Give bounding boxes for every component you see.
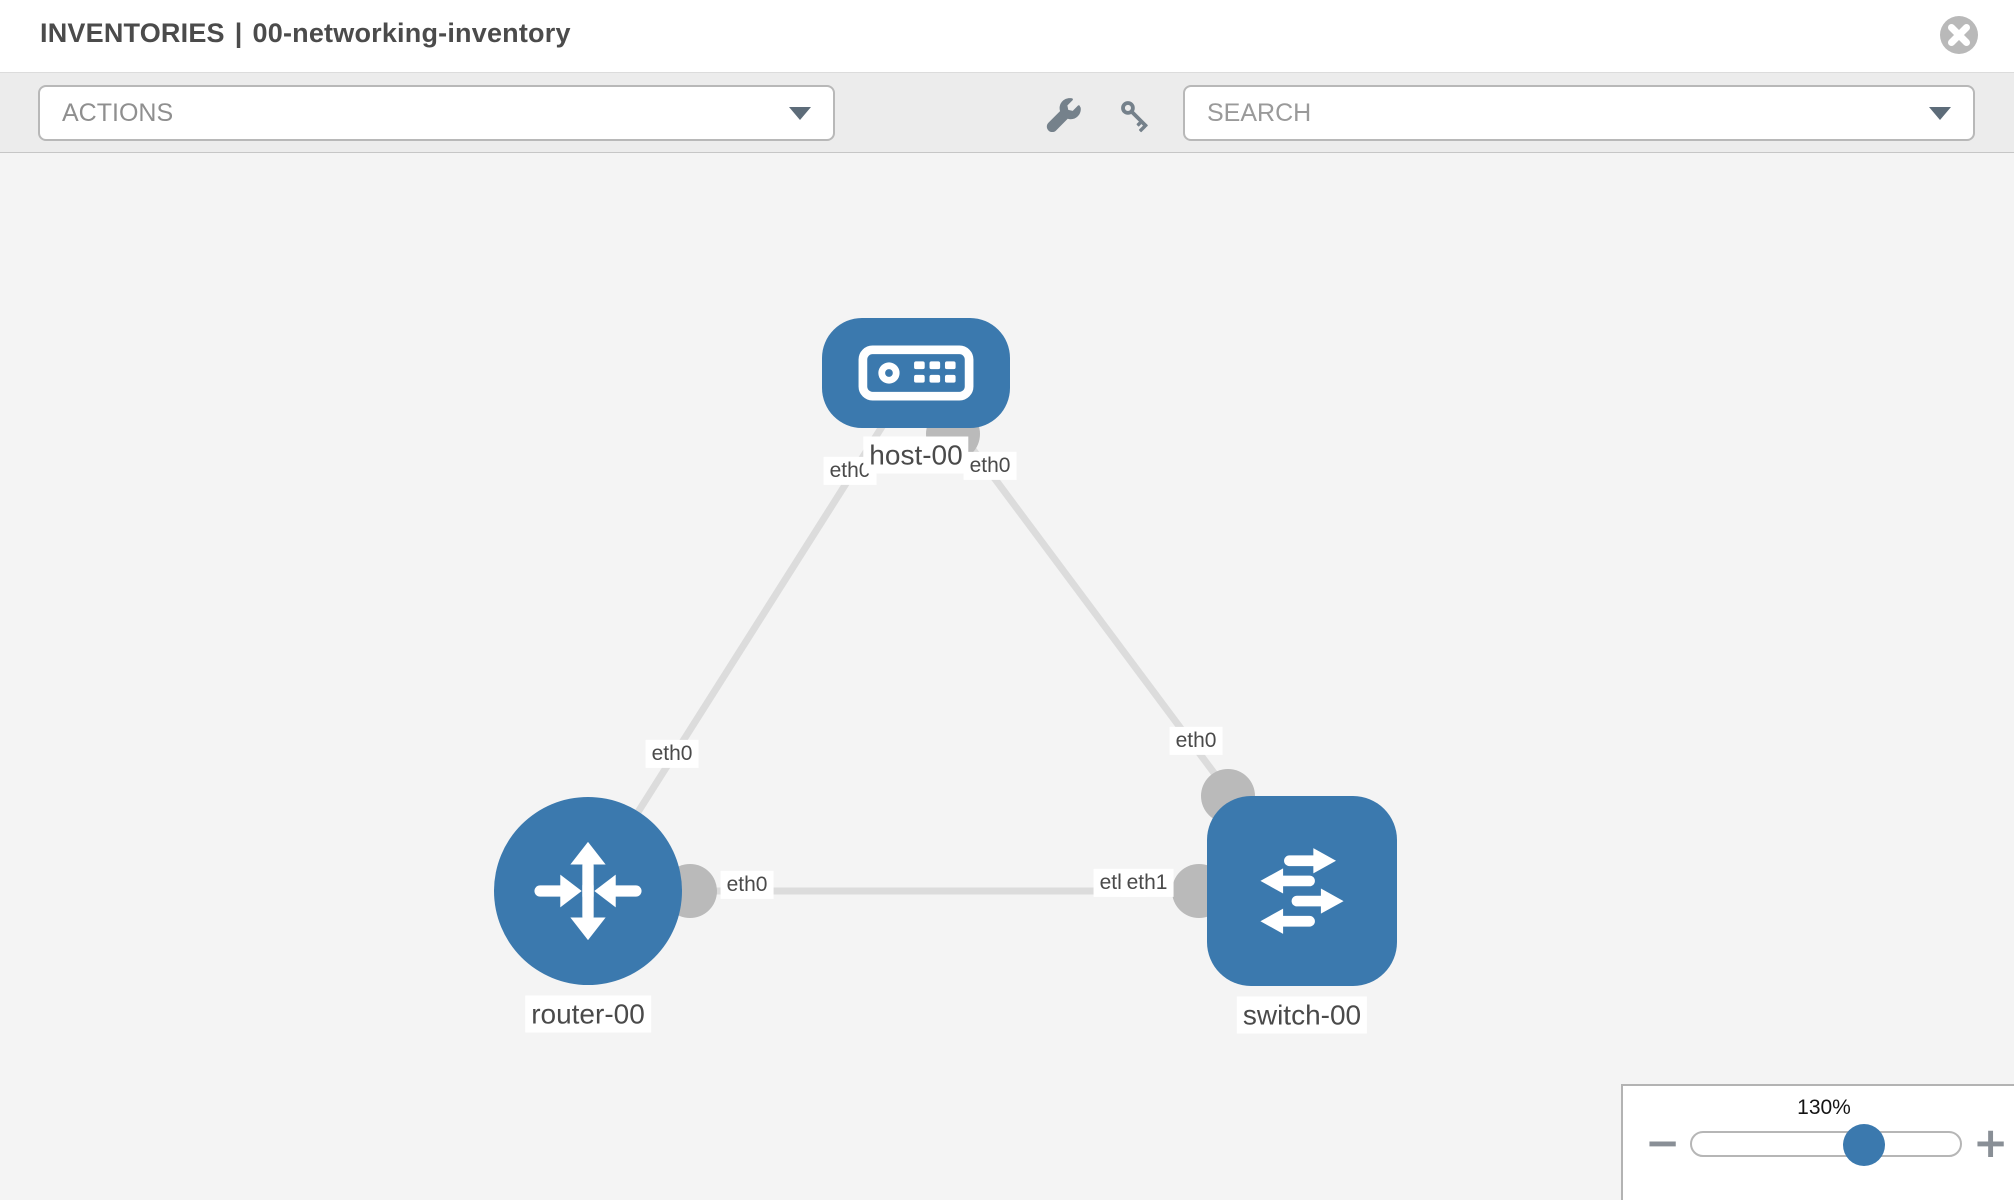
close-icon <box>1940 16 1978 54</box>
topology-canvas[interactable]: eth0 host-00 eth0 eth0 eth0 eth0 eth0 et… <box>0 153 2014 1200</box>
interface-label-host-right: eth0 <box>963 451 1017 481</box>
credentials-button[interactable] <box>1116 97 1156 133</box>
chevron-down-icon <box>789 106 811 120</box>
actions-dropdown[interactable]: ACTIONS <box>38 85 835 141</box>
topology-links <box>585 370 1305 895</box>
zoom-level-value: 130% <box>1797 1096 1851 1119</box>
interface-label-switch-eth1: eth1 <box>1120 868 1174 898</box>
node-host-00[interactable] <box>822 318 1010 428</box>
node-label-switch: switch-00 <box>1236 996 1368 1034</box>
node-router-00[interactable] <box>494 797 682 985</box>
interface-label-router-link: eth0 <box>645 739 699 769</box>
breadcrumb-section: INVENTORIES <box>40 18 225 48</box>
wrench-icon <box>1046 98 1081 133</box>
key-icon <box>1121 101 1148 133</box>
interface-label-switch-uplink: eth0 <box>1169 726 1223 756</box>
zoom-slider-thumb[interactable] <box>1843 1124 1885 1166</box>
breadcrumb-separator: | <box>234 18 243 48</box>
zoom-out-button[interactable]: − <box>1645 1118 1681 1167</box>
interface-label-router-eth0: eth0 <box>720 870 774 900</box>
zoom-control-panel: 130% − + <box>1621 1084 2014 1200</box>
breadcrumb-inventory-name: 00-networking-inventory <box>252 18 571 48</box>
zoom-in-button[interactable]: + <box>1973 1118 2009 1167</box>
host-device-icon <box>858 345 974 401</box>
node-label-router: router-00 <box>525 995 651 1033</box>
toolbar: ACTIONS SEARCH <box>0 72 2014 154</box>
search-placeholder: SEARCH <box>1207 98 1312 127</box>
node-label-host: host-00 <box>863 436 969 474</box>
node-switch-00[interactable] <box>1207 796 1397 986</box>
configure-button[interactable] <box>1044 97 1084 133</box>
zoom-slider-track[interactable] <box>1690 1131 1962 1157</box>
page-title: INVENTORIES | 00-networking-inventory <box>40 18 571 49</box>
actions-dropdown-label: ACTIONS <box>62 98 174 127</box>
header: INVENTORIES | 00-networking-inventory <box>0 0 2014 72</box>
chevron-down-icon <box>1929 106 1951 120</box>
router-arrows-icon <box>534 841 642 941</box>
switch-arrows-icon <box>1260 848 1344 934</box>
search-dropdown[interactable]: SEARCH <box>1183 85 1975 141</box>
close-button[interactable] <box>1938 14 1980 56</box>
